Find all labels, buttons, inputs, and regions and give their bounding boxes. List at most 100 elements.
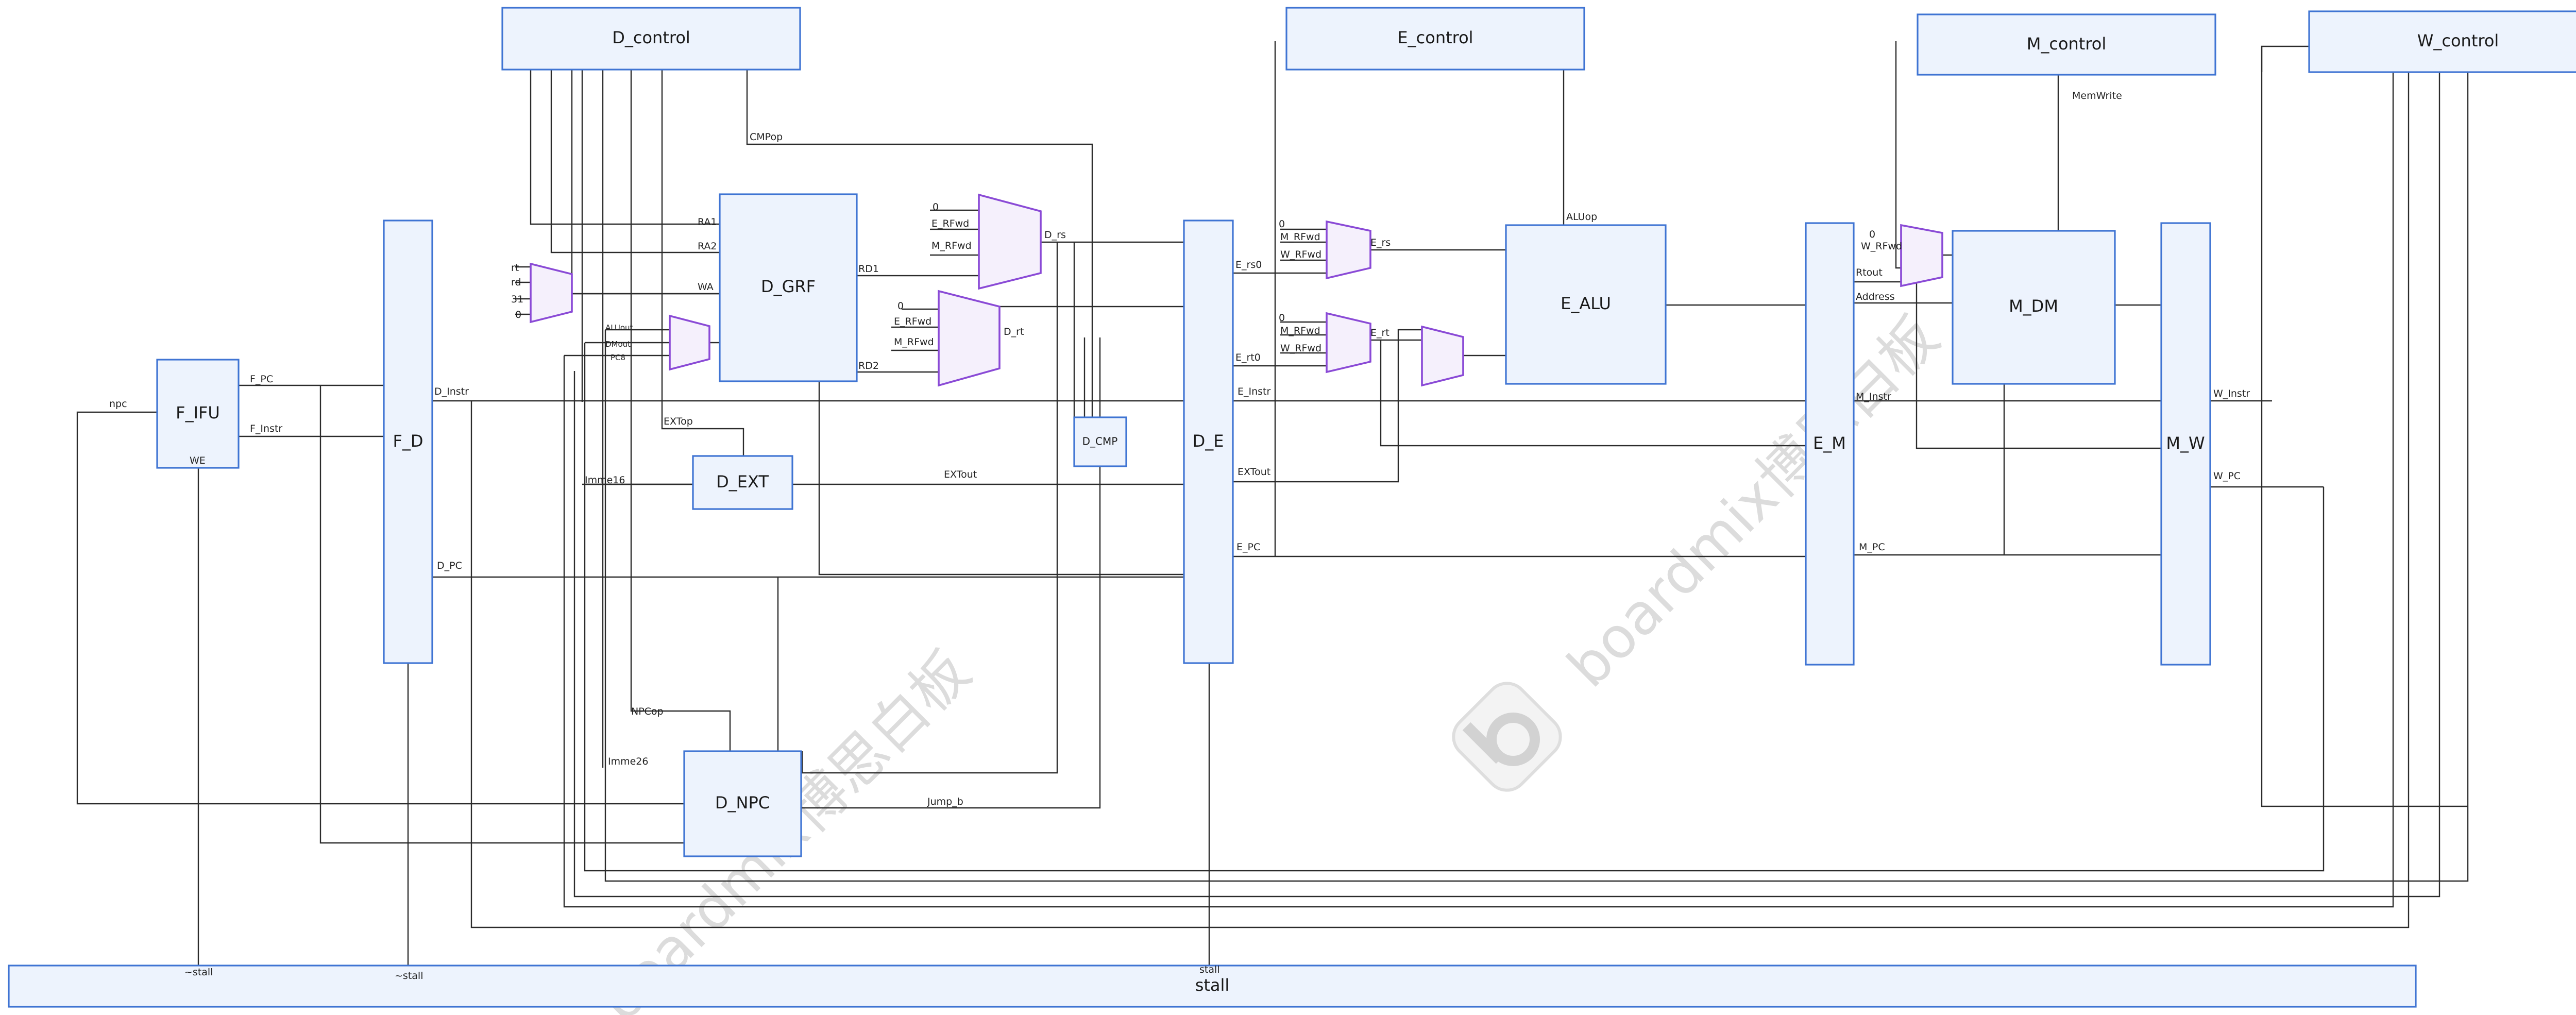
svg-text:31: 31 [511,294,523,305]
wa-select-mux [530,262,573,324]
svg-text:CMPop: CMPop [750,131,783,143]
svg-text:stall: stall [1195,975,1230,995]
svg-text:ALUout: ALUout [605,323,633,332]
e-control-block: E_control [1285,7,1585,71]
svg-text:RD1: RD1 [858,263,879,275]
svg-text:M_W: M_W [2166,433,2205,453]
svg-text:F_D: F_D [393,431,423,451]
svg-text:0: 0 [1869,229,1875,240]
stall-bar: stall [8,965,2417,1008]
svg-text:D_EXT: D_EXT [716,472,769,492]
svg-text:E_rs: E_rs [1370,237,1391,248]
svg-text:NPCop: NPCop [631,706,664,717]
svg-text:WA: WA [698,281,714,293]
svg-text:rt: rt [511,262,519,274]
svg-text:Imme16: Imme16 [585,475,625,486]
m-dm-block: M_DM [1952,230,2116,385]
wd-select-mux [669,314,710,371]
boardmix-logo-icon [1452,682,1562,792]
svg-text:D_PC: D_PC [437,560,462,571]
svg-text:RD2: RD2 [858,360,879,371]
svg-text:W_Instr: W_Instr [2213,388,2250,399]
svg-text:0: 0 [1279,312,1285,324]
svg-text:W_control: W_control [2417,31,2499,50]
svg-text:EXTout: EXTout [944,469,977,480]
svg-text:M_RFwd: M_RFwd [1280,231,1320,243]
svg-text:MemWrite: MemWrite [2072,90,2122,102]
svg-text:Rtout: Rtout [1856,267,1883,278]
svg-text:DMout: DMout [605,340,631,349]
e-rt-forward-mux [1326,312,1371,374]
e-rs-forward-mux [1326,220,1371,280]
watermark: boardmix博思白板 boardmix博思白板 [586,303,1952,1015]
svg-text:D_CMP: D_CMP [1082,435,1118,448]
d-ext-block: D_EXT [692,455,793,510]
svg-text:stall: stall [1199,964,1220,975]
svg-text:Jump_b: Jump_b [927,796,963,807]
f-ifu-block: F_IFU [156,359,240,469]
svg-text:E_control: E_control [1397,28,1473,47]
svg-text:D_GRF: D_GRF [761,277,816,296]
svg-text:E_rt: E_rt [1370,327,1389,339]
d-rs-forward-mux [978,193,1042,290]
svg-text:WE: WE [190,455,206,466]
svg-text:~stall: ~stall [184,967,213,978]
svg-text:M_RFwd: M_RFwd [1280,325,1320,336]
svg-text:npc: npc [109,398,127,410]
svg-text:M_DM: M_DM [2009,296,2058,316]
signal-labels: npc F_PC F_Instr WE ~stall ~stall stall … [109,90,2250,982]
svg-text:W_PC: W_PC [2213,470,2241,482]
svg-text:D_control: D_control [612,28,690,47]
svg-text:0: 0 [1279,218,1285,230]
d-control-block: D_control [501,7,801,71]
svg-text:M_RFwd: M_RFwd [931,240,972,251]
svg-text:E_RFwd: E_RFwd [894,316,931,327]
svg-text:M_RFwd: M_RFwd [894,336,934,348]
f-d-register: F_D [383,219,433,664]
d-grf-block: D_GRF [719,193,858,382]
m-rt-forward-mux [1900,224,1943,287]
svg-text:D_Instr: D_Instr [434,386,469,397]
svg-text:F_PC: F_PC [250,374,273,385]
svg-text:rd: rd [511,277,521,288]
svg-text:E_PC: E_PC [1236,542,1260,553]
svg-text:M_control: M_control [2027,34,2107,54]
svg-text:M_Instr: M_Instr [1856,391,1891,402]
svg-text:W_RFwd: W_RFwd [1280,249,1321,260]
e-alu-block: E_ALU [1505,224,1667,385]
svg-text:0: 0 [897,300,904,312]
svg-text:ALUop: ALUop [1566,211,1597,223]
svg-text:D_E: D_E [1193,431,1224,451]
svg-text:F_Instr: F_Instr [250,423,282,434]
svg-text:~stall: ~stall [395,970,423,982]
svg-text:E_rs0: E_rs0 [1235,259,1262,270]
m-w-register: M_W [2160,222,2211,666]
svg-text:M_PC: M_PC [1859,542,1885,553]
svg-text:0: 0 [515,309,521,320]
svg-text:Imme26: Imme26 [608,756,649,767]
svg-text:W_RFwd: W_RFwd [1280,343,1321,354]
svg-text:E_M: E_M [1813,433,1846,453]
svg-text:E_Instr: E_Instr [1238,386,1270,397]
e-m-register: E_M [1805,222,1855,666]
wires [76,41,2469,966]
svg-text:PC8: PC8 [611,353,625,362]
svg-text:RA1: RA1 [698,216,717,228]
d-cmp-block: D_CMP [1073,416,1127,467]
d-e-register: D_E [1183,219,1234,664]
svg-text:D_rs: D_rs [1044,229,1066,241]
svg-text:Address: Address [1856,291,1895,302]
svg-text:RA2: RA2 [698,241,717,252]
svg-text:E_rt0: E_rt0 [1235,352,1261,363]
svg-text:E_ALU: E_ALU [1561,294,1611,313]
svg-text:F_IFU: F_IFU [176,403,220,422]
d-rt-forward-mux [938,290,1001,387]
m-control-block: M_control [1917,13,2216,76]
d-npc-block: D_NPC [683,750,802,857]
svg-text:EXTout: EXTout [1238,466,1270,478]
svg-text:W_RFwd: W_RFwd [1861,241,1902,252]
svg-text:D_NPC: D_NPC [715,793,770,813]
svg-text:0: 0 [933,201,939,213]
svg-text:E_RFwd: E_RFwd [931,218,969,229]
